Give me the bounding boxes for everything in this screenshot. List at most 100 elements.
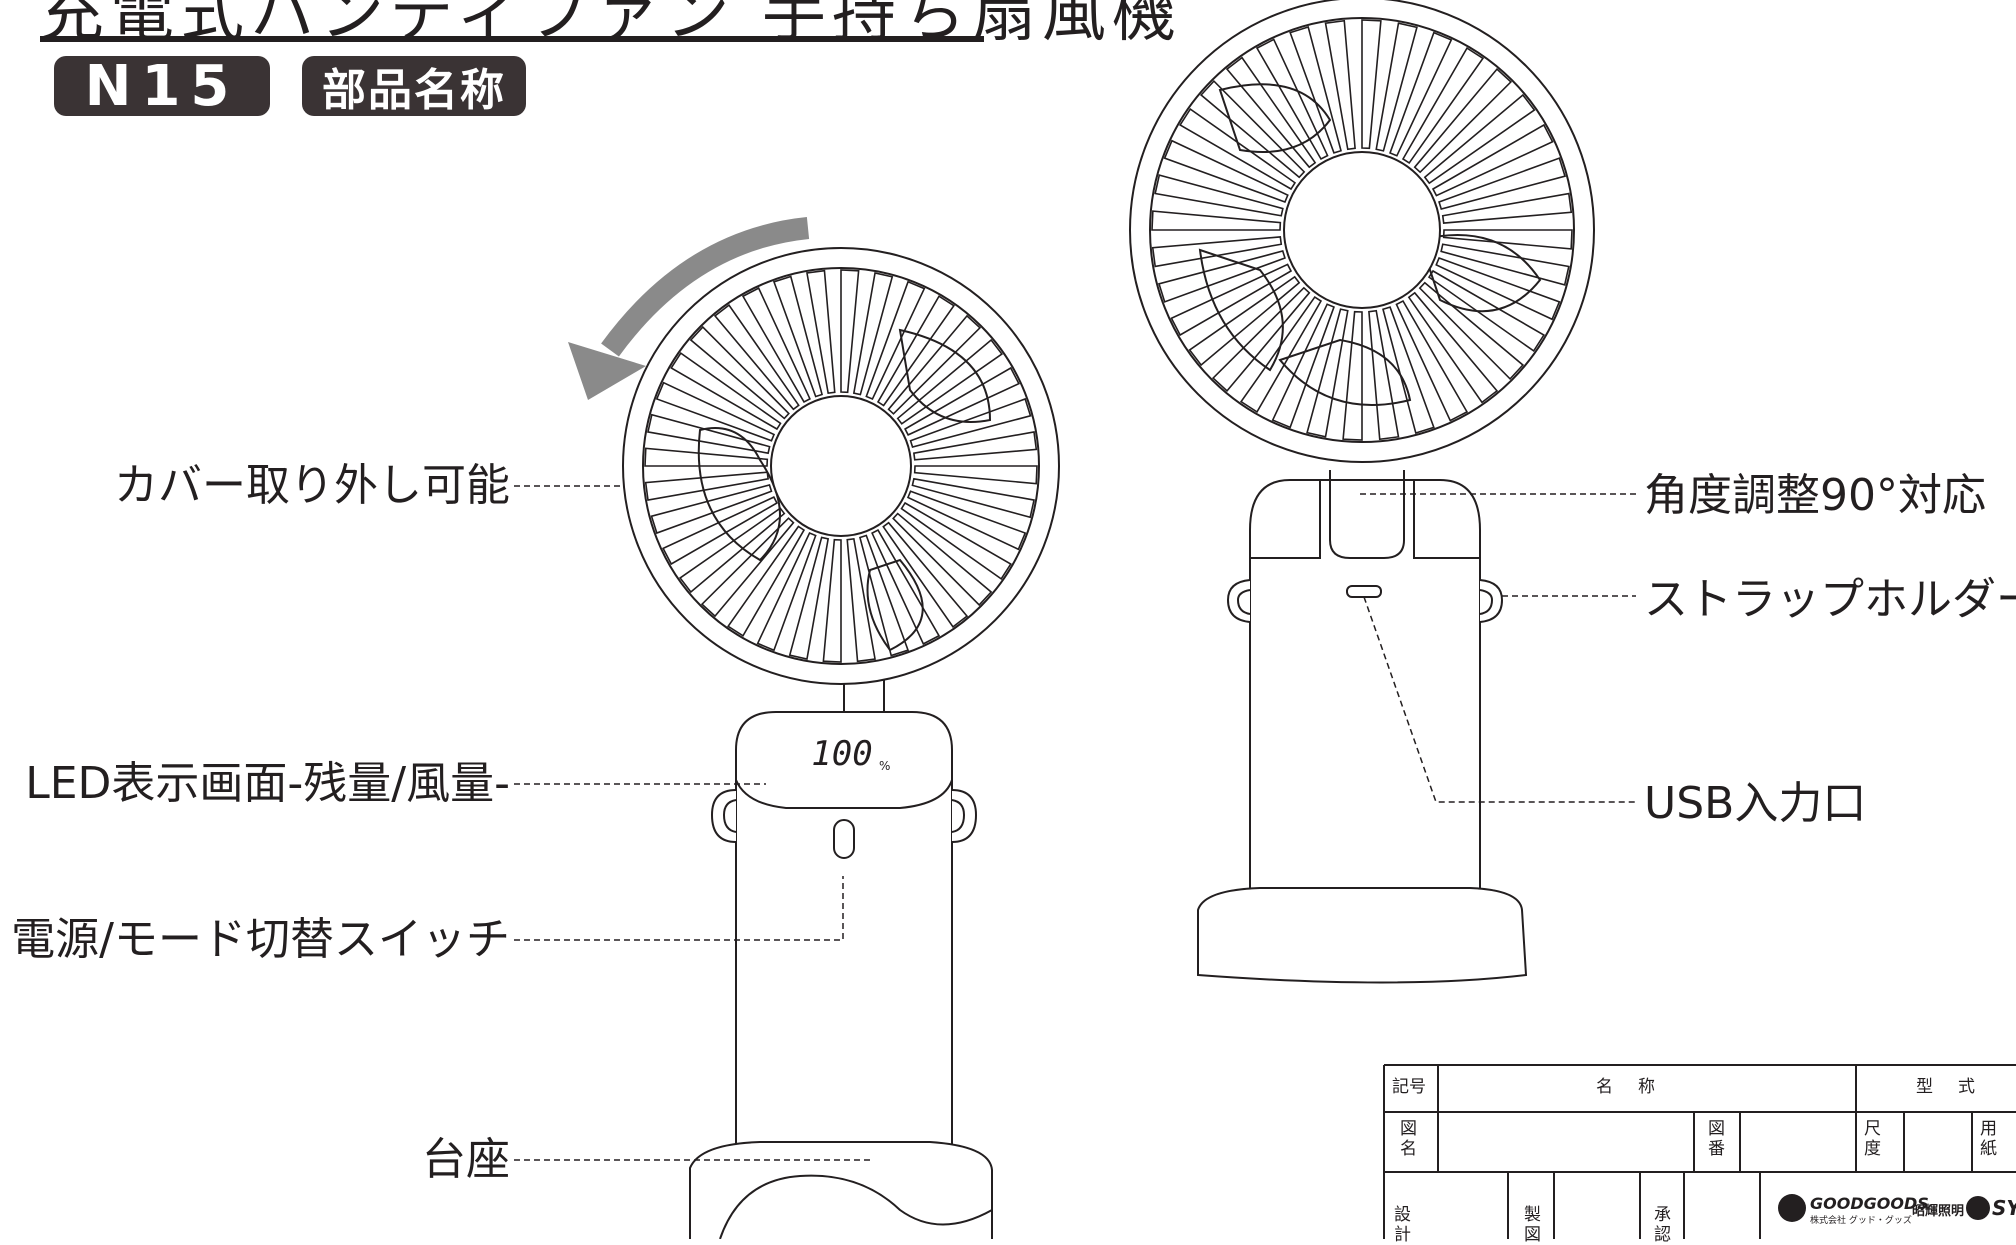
fan-spoke [713,303,800,411]
fan-spoke [1361,19,1382,150]
fan-spoke [865,280,926,401]
fan-spoke [876,295,955,407]
left-fan-handle [735,711,953,1160]
section-badge: 部品名称 [302,56,526,116]
fan-spoke [858,534,910,657]
fan-spoke [647,413,771,455]
fan-spoke [1170,263,1293,337]
fan-spoke [1423,93,1536,185]
fan-spoke [727,525,806,637]
title-block [1383,1064,2016,1239]
fan-spoke [892,512,993,607]
fan-spoke [689,325,790,420]
fan-spoke [846,537,876,663]
fan-spoke [1382,306,1435,435]
fan-spoke [655,381,776,442]
fan-spoke [1431,123,1554,197]
fan-spoke [1151,210,1282,231]
leader-usb [1363,596,1636,803]
syc-logo-icon [1966,1196,1990,1220]
leader-lines [514,485,1636,1161]
left-fan-base [689,1141,993,1239]
led-percent-icon: % [879,759,890,773]
fan-spoke [906,490,1027,551]
fan-spoke [896,338,1004,425]
right-fan-hub [1283,151,1441,309]
fan-spoke [1401,47,1485,165]
fan-spoke [1395,299,1469,422]
fan-spoke [840,269,860,394]
fan-spoke [806,269,836,395]
tb-symbol: 記号 [1392,1077,1426,1097]
fan-spoke [1324,19,1356,151]
logo-company: 株式会社 グッド・グッズ [1810,1216,1912,1226]
fan-spoke [644,447,769,467]
fan-spoke [1435,257,1561,321]
fan-spoke [900,501,1012,580]
fan-spoke [700,517,795,618]
tb-approved: 承 認 [1654,1205,1671,1245]
fan-spoke [1151,236,1283,268]
fan-spoke [1179,107,1297,191]
fan-spoke [1163,139,1289,203]
right-fan [1129,0,1595,984]
fan-spoke [1438,157,1567,210]
tb-paper: 用 紙 [1980,1119,1997,1159]
title-underline [40,36,984,42]
fan-spoke [912,431,1038,461]
label-angle: 角度調整90°対応 [1644,470,1986,521]
fan-spoke [662,496,778,566]
left-fan-hub [770,395,912,537]
label-base: 台座 [422,1134,510,1185]
fan-spoke [913,465,1038,485]
fan-spoke [887,314,982,415]
led-readout: 100 [811,734,872,774]
fan-spoke [1413,67,1513,174]
fan-spoke [670,352,782,431]
goodgoods-logo-icon [1778,1194,1806,1222]
right-fan-handle [1249,479,1481,895]
label-usb-input: USB入力口 [1644,778,1867,829]
rotation-arrow [568,217,810,400]
label-power-switch: 電源/モード切替スイッチ [11,914,510,965]
label-removable-cover: カバー取り外し可能 [114,460,510,511]
fan-spoke [1239,295,1323,413]
fan-spoke [741,287,811,403]
fan-spoke [1199,79,1306,179]
model-badge: N15 [54,54,270,119]
fan-spoke [1375,22,1418,152]
fan-spoke [882,521,969,629]
leader-switch [514,876,844,941]
fan-spoke [1441,192,1573,224]
tb-design: 設 計 [1394,1205,1411,1245]
fan-spoke [1407,291,1499,404]
fan-spoke [788,536,830,660]
fan-spoke [756,531,817,652]
fan-spoke [678,507,786,594]
logo-syc: SYC [1992,1196,2016,1220]
fan-spoke [852,272,894,396]
fan-spoke [1154,174,1284,217]
tb-name-col: 名 称 [1596,1077,1659,1097]
tb-model-col: 型 式 [1916,1077,1979,1097]
fan-spoke [1157,250,1286,303]
fan-spoke [904,366,1020,436]
right-fan-base [1197,887,1528,984]
page-title: 充電式ハンディファン 手持ち扇風機 [40,0,1182,51]
logo-goodgoods: GOODGOODS [1810,1194,1929,1213]
fan-spoke [1271,303,1335,429]
fan-spoke [822,538,842,663]
left-fan [622,247,1060,1239]
tb-scale: 尺 度 [1864,1119,1881,1159]
left-fan-spokes [644,269,1038,663]
label-led-display: LED表示画面-残量/風量- [25,758,510,809]
fan-spoke [1418,281,1525,381]
fan-spoke [1389,31,1453,157]
usb-port [1346,585,1382,598]
power-switch-button [833,819,855,859]
logo-shoki: 昭輝照明 [1912,1204,1965,1219]
label-strap-holder: ストラップホルダー [1644,574,2016,625]
fan-spoke [911,477,1035,519]
